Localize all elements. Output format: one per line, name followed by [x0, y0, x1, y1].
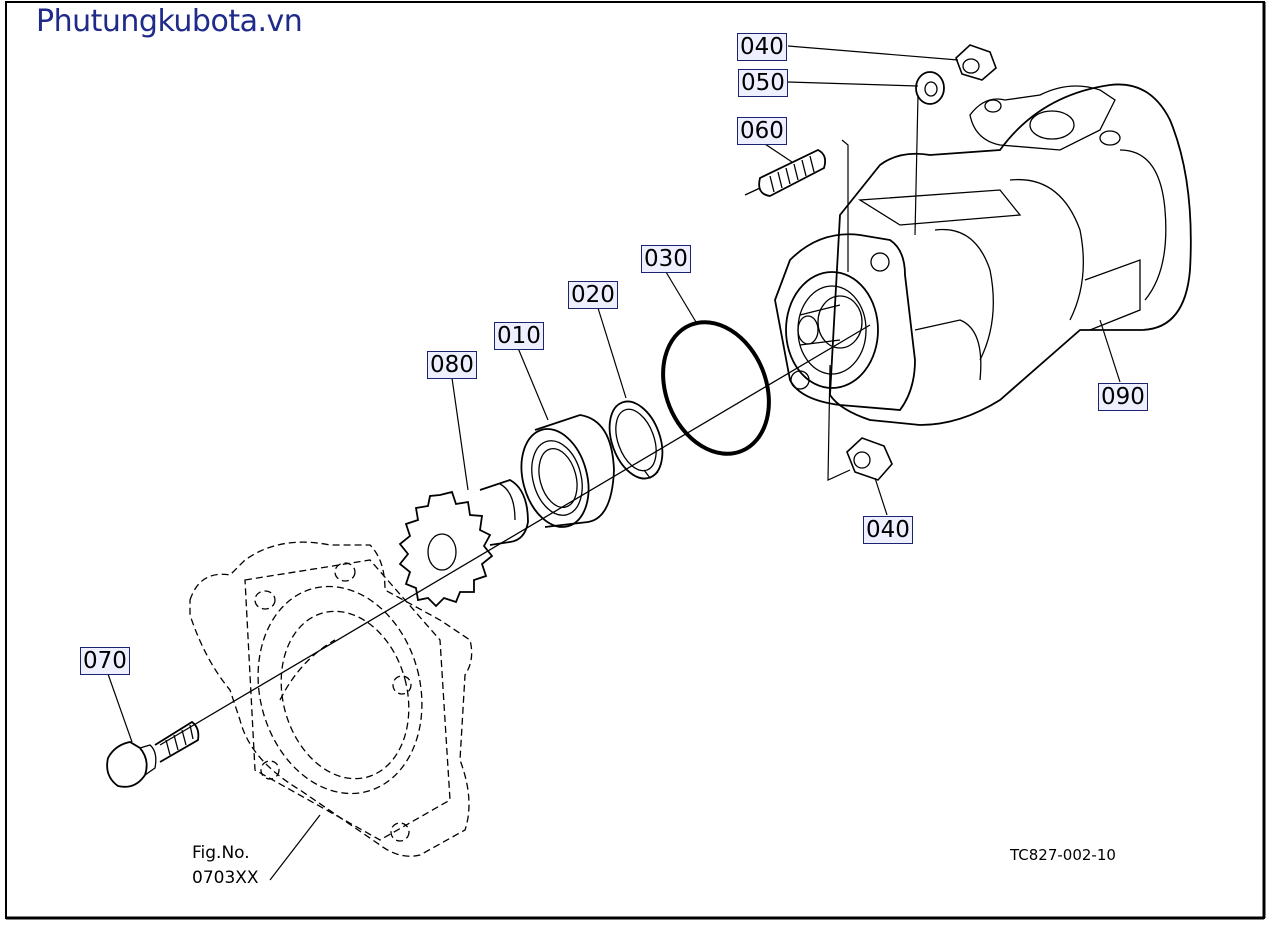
- figure-ref-line1: Fig.No.: [192, 843, 250, 863]
- washer-050: [915, 71, 945, 105]
- o-ring-030: [661, 320, 771, 456]
- part-label-040-bottom[interactable]: 040: [863, 516, 913, 544]
- nut-040-bottom: [846, 437, 893, 481]
- part-label-040-top[interactable]: 040: [737, 33, 787, 61]
- part-label-030[interactable]: 030: [641, 245, 691, 273]
- cover-housing-dashed: [189, 541, 473, 857]
- figure-ref-line2: 0703XX: [192, 868, 259, 888]
- part-label-020[interactable]: 020: [568, 281, 618, 309]
- part-label-010[interactable]: 010: [494, 322, 544, 350]
- snap-ring-020: [608, 400, 664, 480]
- part-label-070[interactable]: 070: [80, 647, 130, 675]
- pump-body-090: [774, 83, 1192, 426]
- part-label-080[interactable]: 080: [427, 351, 477, 379]
- drawing-frame: [5, 1, 1265, 919]
- gear-080: [398, 479, 529, 608]
- bolt-070: [106, 720, 200, 788]
- bearing-010: [520, 414, 615, 528]
- site-watermark: Phutungkubota.vn: [36, 4, 303, 39]
- stud-060: [744, 148, 827, 197]
- part-label-050[interactable]: 050: [738, 69, 788, 97]
- nut-040-top: [955, 44, 997, 81]
- part-label-060[interactable]: 060: [737, 117, 787, 145]
- assembly-axis-line: [159, 324, 871, 746]
- drawing-code: TC827-002-10: [1010, 846, 1116, 864]
- part-label-090[interactable]: 090: [1098, 383, 1148, 411]
